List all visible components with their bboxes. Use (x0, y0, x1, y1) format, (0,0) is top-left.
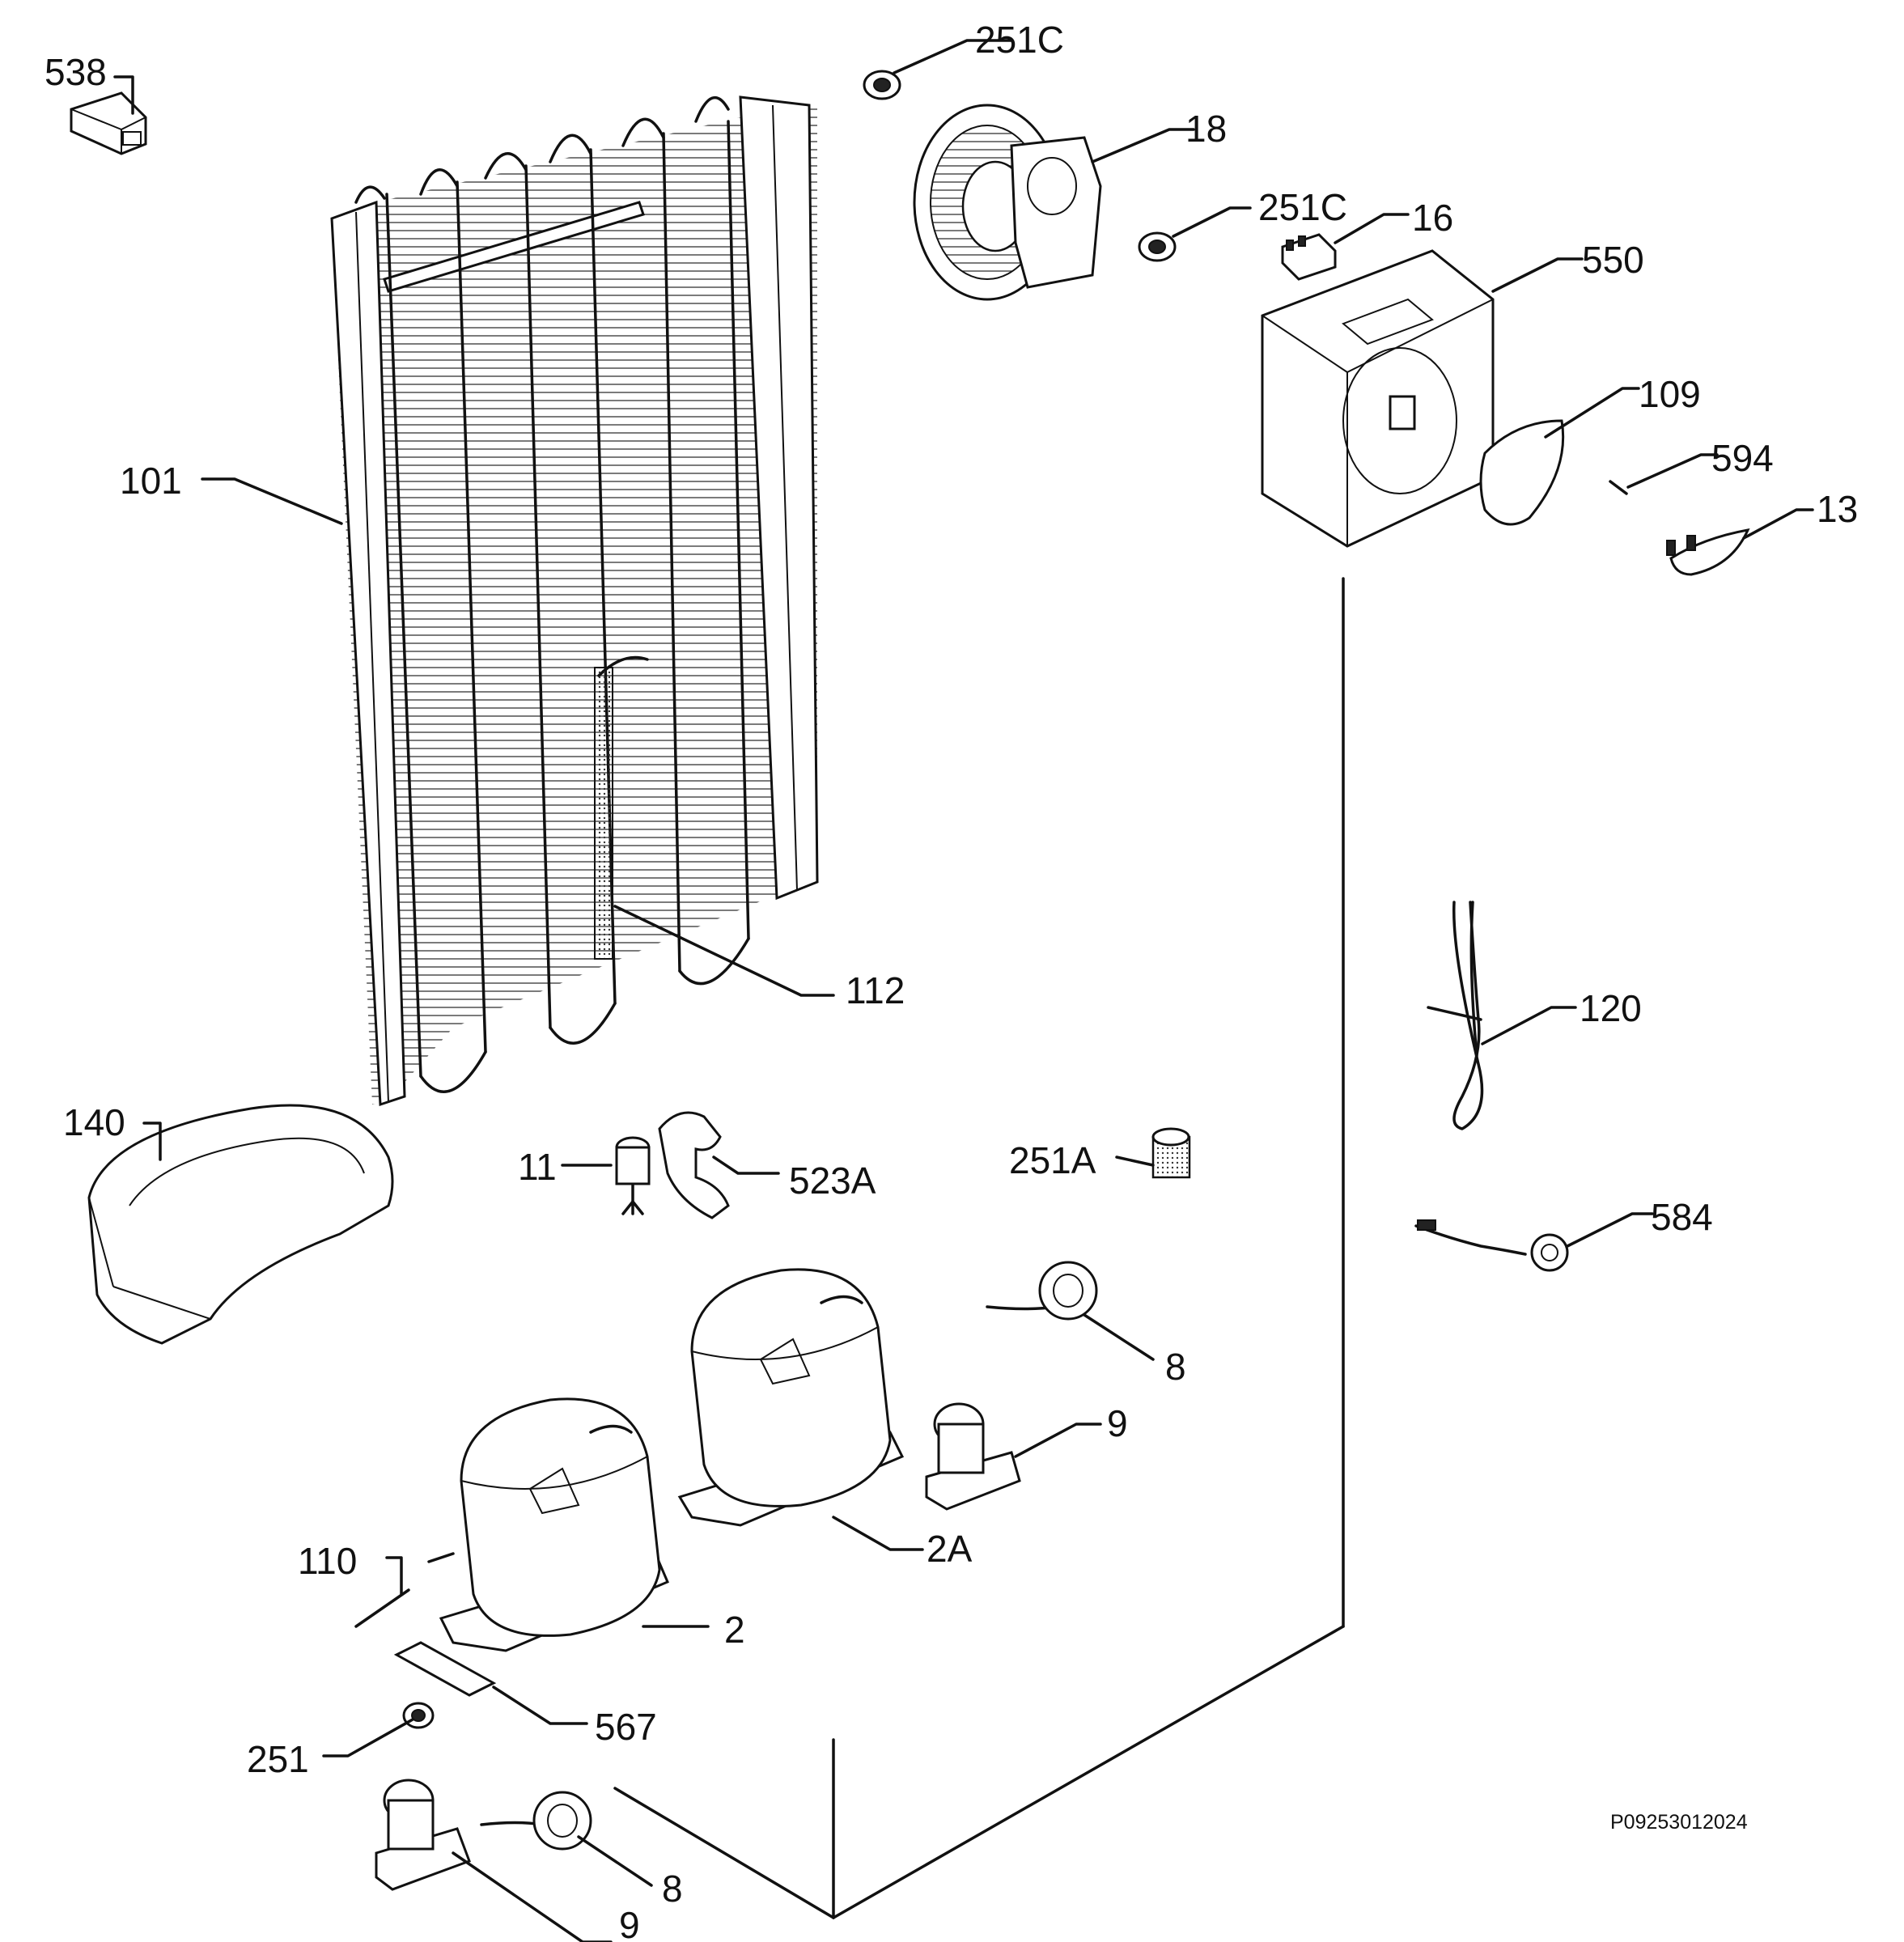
leader-lines (113, 39, 1814, 1942)
sensor-120 (1427, 901, 1484, 1130)
grommet-251c-top (863, 70, 901, 100)
drawing-code: P09253012024 (1610, 1811, 1748, 1834)
label-112: 112 (846, 969, 905, 1011)
label-11: 11 (518, 1146, 557, 1188)
foam-sleeve-251a (1151, 1127, 1191, 1179)
label-251c-top: 251C (975, 19, 1064, 61)
fan-motor-18 (913, 104, 1102, 301)
label-18: 18 (1185, 108, 1227, 150)
label-110: 110 (298, 1540, 357, 1582)
lamp-cover-109 (1479, 419, 1565, 526)
label-16: 16 (1412, 197, 1453, 239)
label-567: 567 (595, 1706, 657, 1748)
cabinet-outline (613, 577, 1345, 1919)
clamp-9-bottom (375, 1779, 471, 1891)
label-550: 550 (1582, 239, 1644, 281)
label-2: 2 (724, 1609, 745, 1651)
label-9-bottom: 9 (619, 1904, 640, 1942)
relay-8-top (986, 1261, 1098, 1321)
label-538: 538 (45, 51, 107, 93)
relay-8-bottom (480, 1791, 592, 1851)
lampholder-13 (1666, 528, 1750, 576)
probe-584 (1414, 1219, 1569, 1272)
label-584: 584 (1651, 1196, 1713, 1238)
label-13: 13 (1817, 488, 1858, 530)
pin-594 (1609, 480, 1628, 495)
label-251a: 251A (1009, 1139, 1096, 1181)
compressor-2a (677, 1268, 905, 1527)
label-594: 594 (1711, 437, 1774, 479)
label-101: 101 (120, 460, 182, 502)
connector-538 (70, 91, 147, 155)
label-251: 251 (247, 1738, 309, 1780)
grommet-251c-mid (1138, 231, 1177, 262)
label-251c-mid: 251C (1258, 186, 1347, 228)
compressor-2 (439, 1397, 669, 1652)
drip-tray-140 (87, 1104, 394, 1345)
bracket-523a (658, 1111, 730, 1219)
plate-567 (393, 1641, 497, 1697)
label-120: 120 (1580, 987, 1642, 1029)
label-2a: 2A (927, 1528, 973, 1570)
nut-251 (402, 1702, 435, 1729)
pins-110 (354, 1552, 455, 1628)
label-140: 140 (63, 1101, 125, 1143)
label-9-top: 9 (1107, 1402, 1128, 1444)
part-labels: 538 251C 18 251C 16 550 109 594 13 101 1… (45, 19, 1858, 1942)
housing-550 (1261, 249, 1495, 548)
clamp-9-top (925, 1402, 1021, 1511)
label-109: 109 (1639, 373, 1701, 415)
label-8-top: 8 (1165, 1346, 1186, 1388)
valve-11 (615, 1136, 651, 1215)
label-8-bottom: 8 (662, 1868, 683, 1910)
condenser-101 (330, 95, 819, 1107)
label-523a: 523A (789, 1160, 876, 1202)
switch-16 (1281, 233, 1337, 281)
